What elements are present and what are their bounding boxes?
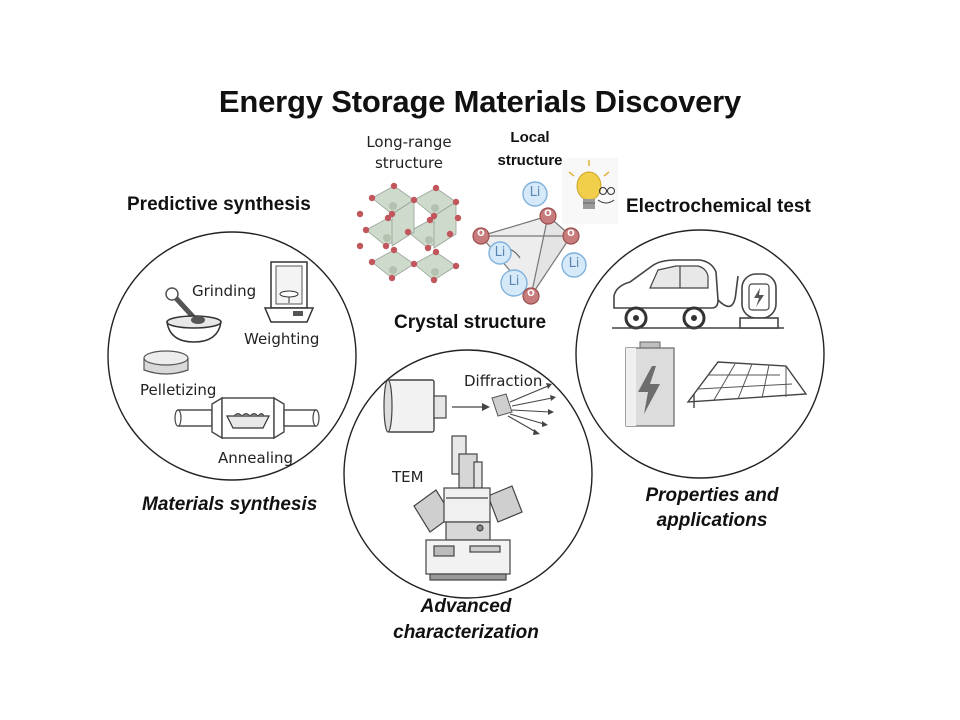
synthesis-circle bbox=[107, 231, 357, 481]
analytical-balance-icon bbox=[263, 261, 315, 323]
o-atom-label-1: O bbox=[544, 209, 552, 219]
li-atom-label-3: Li bbox=[508, 274, 520, 289]
local-structure-icon bbox=[472, 158, 618, 305]
characterization-circle bbox=[343, 349, 593, 599]
annealing-label: Annealing bbox=[218, 449, 294, 467]
xray-source-icon bbox=[383, 379, 490, 433]
li-atom-label-1: Li bbox=[529, 185, 541, 200]
applications-caption-line2: applications bbox=[656, 510, 768, 531]
o-atom-label-4: O bbox=[527, 289, 535, 299]
diffraction-label: Diffraction bbox=[464, 372, 543, 390]
grinding-label: Grinding bbox=[192, 282, 257, 300]
electrochemical-test-heading: Electrochemical test bbox=[626, 196, 811, 217]
long-range-structure-label: Long-range structure bbox=[366, 133, 452, 172]
applications-circle bbox=[575, 229, 825, 479]
pellet-icon bbox=[143, 350, 189, 375]
li-atom-label-4: Li bbox=[568, 256, 580, 271]
characterization-caption-line1: Advanced bbox=[420, 596, 512, 617]
long-range-structure-icon bbox=[356, 182, 462, 284]
lightbulb-icon bbox=[562, 158, 618, 224]
applications-caption-line1: Properties and bbox=[645, 485, 779, 506]
battery-icon bbox=[625, 341, 675, 427]
tem-label: TEM bbox=[392, 468, 424, 486]
o-atom-label-2: O bbox=[477, 229, 485, 239]
predictive-synthesis-heading: Predictive synthesis bbox=[127, 194, 311, 215]
diffraction-beams-icon bbox=[491, 383, 556, 435]
local-structure-label: Local structure bbox=[497, 129, 563, 169]
pelletizing-label: Pelletizing bbox=[140, 381, 217, 399]
materials-synthesis-caption: Materials synthesis bbox=[142, 494, 318, 515]
diagram-title: Energy Storage Materials Discovery bbox=[218, 84, 742, 119]
charging-station-icon bbox=[717, 273, 779, 329]
o-atom-label-3: O bbox=[567, 229, 575, 239]
mortar-pestle-icon bbox=[165, 287, 222, 343]
tem-instrument-icon bbox=[413, 435, 523, 581]
crystal-structure-heading: Crystal structure bbox=[393, 312, 547, 333]
solar-panel-icon bbox=[686, 361, 808, 408]
weighting-label: Weighting bbox=[244, 330, 320, 348]
tube-furnace-icon bbox=[174, 396, 320, 440]
characterization-caption-line2: characterization bbox=[393, 622, 539, 643]
li-atom-label-2: Li bbox=[494, 245, 506, 260]
